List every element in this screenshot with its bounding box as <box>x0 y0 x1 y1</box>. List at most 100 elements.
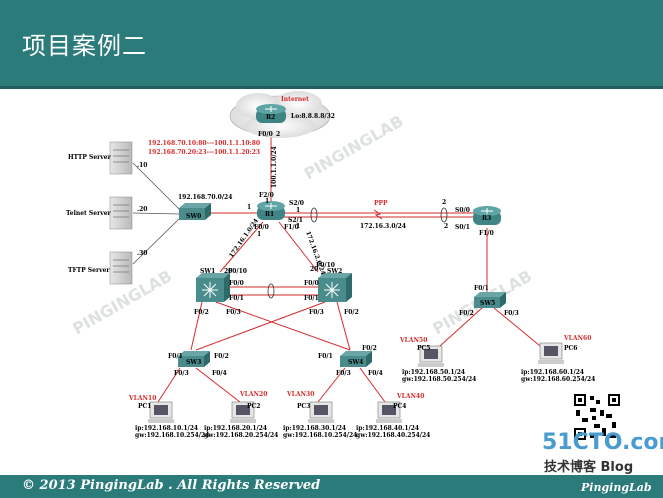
pc6-name: PC6 <box>564 345 577 352</box>
ppp-net-label: 172.16.3.0/24 <box>360 223 406 230</box>
sw3-label: SW3 <box>186 359 201 366</box>
sw1-f01-label: F0/1 <box>229 295 244 302</box>
telnet-server-label: Telnet Server <box>66 210 112 217</box>
sw2-label: SW2 <box>327 268 342 275</box>
http-server-num: .10 <box>137 162 147 169</box>
sw1-num: 20 <box>224 268 232 275</box>
telnet-server-icon <box>109 196 133 230</box>
footer-brand: PingingLab <box>581 481 652 494</box>
link-r1-sw2 <box>278 221 319 273</box>
r1-num-c: 1 <box>296 223 300 230</box>
pc2-vlan: VLAN20 <box>239 391 267 398</box>
sw4-f03-label: F0/3 <box>336 370 351 377</box>
pc3-icon <box>308 401 334 423</box>
pc6-gw: gw:192.168.60.254/24 <box>521 376 595 383</box>
network-diagram: PINGINGLAB PINGINGLAB PINGINGLAB <box>66 91 595 439</box>
link-markers <box>267 207 448 299</box>
r1-label: R1 <box>265 211 274 218</box>
nat-line-1: 192.168.70.10:80---100.1.1.10:80 <box>148 140 260 147</box>
pc4-icon <box>376 401 402 423</box>
sw3-f01-label: F0/1 <box>168 353 183 360</box>
pc5-name: PC5 <box>417 345 430 352</box>
r3-f10-label: F1/0 <box>479 230 494 237</box>
sw2-f03-label: F0/3 <box>309 309 324 316</box>
sw4-label: SW4 <box>348 359 363 366</box>
link-sw4-pc4 <box>359 367 386 403</box>
site-logo: 51CTO.com <box>542 430 663 455</box>
r2-label: R2 <box>266 114 275 121</box>
footer-bar <box>0 475 663 498</box>
r1-num-d: 1 <box>257 231 261 238</box>
sw1-f010-label: F0/10 <box>228 268 247 275</box>
pc4-vlan: VLAN40 <box>396 393 424 400</box>
l3-switch-sw1-icon <box>196 273 230 302</box>
pc4-ip: ip:192.168.40.1/24 <box>356 425 419 432</box>
link-sw1-sw3 <box>190 301 203 351</box>
sw5-f03-label: F0/3 <box>504 310 519 317</box>
r1-f10-label: F1/0 <box>284 224 299 231</box>
r1-f20-num: 1 <box>265 198 269 205</box>
switch-sw4-icon <box>340 351 372 367</box>
pc2-ip: ip:192.168.20.1/24 <box>204 425 267 432</box>
telnet-server-num: .20 <box>137 206 147 213</box>
sw5-label: SW5 <box>480 300 495 307</box>
sw2-f01-label: F0/1 <box>304 295 319 302</box>
r1-uplink-net: 100.1.1.0/24 <box>271 146 278 188</box>
router-r2-icon <box>256 104 286 123</box>
router-r1-icon <box>257 201 285 220</box>
r1-s20-label: S2/0 <box>289 200 304 207</box>
ppp-label: PPP <box>374 200 388 207</box>
sw0-net-label: 192.168.70.0/24 <box>178 194 232 201</box>
pc3-name: PC3 <box>297 403 310 410</box>
ppp-bolt-icon <box>373 209 383 220</box>
sw1-f00-label: F0/0 <box>229 280 244 287</box>
link-sw2-sw3 <box>195 301 326 351</box>
sw0-label: SW0 <box>186 213 201 220</box>
pc5-icon <box>418 345 444 367</box>
server-links <box>132 162 181 265</box>
r3-s00-label: S0/0 <box>455 207 470 214</box>
tftp-server-icon <box>109 251 133 285</box>
http-server-icon <box>109 141 133 175</box>
r3-label: R3 <box>482 215 491 222</box>
r1-num-a: 1 <box>247 204 251 211</box>
pc1-name: PC1 <box>138 403 151 410</box>
pc4-gw: gw:192.168.40.254/24 <box>356 432 430 439</box>
sw4-f04-label: F0/4 <box>368 370 383 377</box>
sw4-f01-label: F0/1 <box>318 353 333 360</box>
r1-num-b: 1 <box>296 207 300 214</box>
pc6-ip: ip:192.168.60.1/24 <box>521 369 584 376</box>
site-logo-sub: 技术博客 Blog <box>544 460 634 475</box>
switch-sw5-icon <box>474 292 506 308</box>
sw1-f03-label: F0/3 <box>226 309 241 316</box>
pc6-icon <box>538 342 564 364</box>
l3-switch-sw2-icon <box>318 273 352 302</box>
pc1-ip: ip:192.168.10.1/24 <box>135 425 198 432</box>
link-sw1-sw4 <box>215 301 351 351</box>
sw3-f02-label: F0/2 <box>214 353 229 360</box>
pc5-gw: gw:192.168.50.254/24 <box>402 376 476 383</box>
link-sw5-pc6 <box>493 307 546 351</box>
router-r3-icon <box>473 206 501 225</box>
labels: Internet R2 Lo:8.8.8.8/32 F0/0 2 100.1.1… <box>66 96 595 439</box>
sw5-f01-label: F0/1 <box>474 285 489 292</box>
pc1-icon <box>148 401 174 423</box>
sw1-f02-label: F0/2 <box>194 309 209 316</box>
pc2-gw: gw:192.168.20.254/24 <box>204 432 278 439</box>
link-sw3-pc1 <box>157 367 181 403</box>
link-sw3-pc2 <box>195 367 241 403</box>
sw3-f03-label: F0/3 <box>174 370 189 377</box>
link-sw2-sw4 <box>336 301 351 351</box>
nat-line-2: 192.168.70.20:23---100.1.1.20:23 <box>148 149 260 156</box>
r1-f00-label: F0/0 <box>254 224 269 231</box>
r2-loopback-label: Lo:8.8.8.8/32 <box>291 113 335 120</box>
header-bar <box>0 0 663 86</box>
pc1-gw: gw:192.168.10.254/24 <box>135 432 209 439</box>
tftp-server-label: TFTP Server <box>68 267 110 274</box>
pc2-icon <box>230 401 256 423</box>
link-sw4-pc3 <box>317 367 346 403</box>
pc3-ip: ip:192.168.30.1/24 <box>283 425 346 432</box>
link-left-net: 172.16.1.0/24 <box>228 217 260 259</box>
r1-f20-label: F2/0 <box>259 192 274 199</box>
